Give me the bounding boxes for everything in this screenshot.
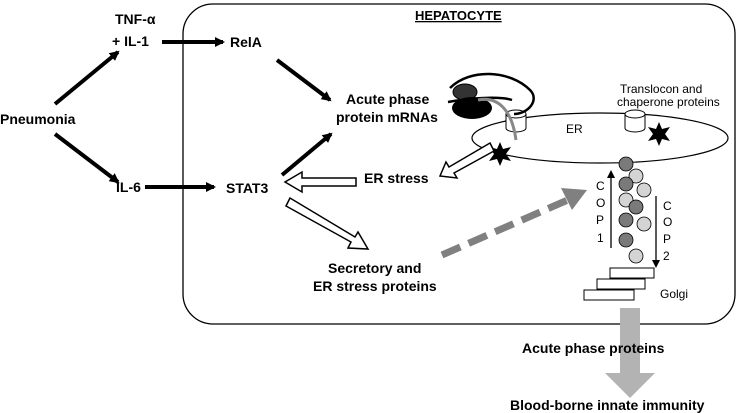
- chaperone-star-1: [489, 142, 511, 166]
- cop2-letter-o: O: [663, 215, 672, 229]
- er-label: ER: [566, 122, 583, 136]
- cop-vesicles: [618, 156, 652, 264]
- acute-phase-proteins-label: Acute phase proteins: [522, 340, 665, 356]
- pneumonia-label: Pneumonia: [0, 111, 76, 127]
- golgi-label: Golgi: [660, 287, 688, 301]
- stat3-label: STAT3: [226, 180, 268, 196]
- cop1-letter-o: O: [596, 196, 605, 210]
- hepatocyte-label: HEPATOCYTE: [415, 8, 502, 23]
- er-stress-arrow-1: [438, 141, 495, 179]
- il6-label: IL-6: [116, 179, 141, 195]
- hepatocyte-cell: [182, 3, 736, 325]
- arrow-stat3-to-mrna: [280, 132, 333, 177]
- arrow-pneumonia-to-tnf: [53, 50, 120, 106]
- cop2-letter-2: 2: [663, 249, 670, 263]
- er-stress-arrow-2: [283, 170, 357, 194]
- cop2-letter-c: C: [663, 199, 672, 213]
- er-ellipse: [471, 112, 729, 164]
- golgi-stack: [583, 267, 655, 301]
- secretory-label-2: ER stress proteins: [313, 278, 437, 294]
- acute-mrna-label-1: Acute phase: [346, 91, 429, 107]
- dashed-transport-arrow: [440, 195, 572, 259]
- arrow-rela-to-mrna: [275, 58, 332, 102]
- er-stress-label: ER stress: [364, 170, 429, 186]
- translocon-label-2: chaperone proteins: [617, 95, 720, 109]
- secretion-arrow: [605, 308, 655, 398]
- cop1-letter-c: C: [596, 179, 605, 193]
- cop1-letter-1: 1: [597, 231, 604, 245]
- translocon-label-1: Translocon and: [620, 82, 702, 96]
- acute-mrna-label-2: protein mRNAs: [336, 109, 438, 125]
- ribosome-icon: [447, 72, 535, 141]
- innate-immunity-label: Blood-borne innate immunity: [510, 397, 705, 413]
- chaperone-star-2: [648, 122, 670, 146]
- dashed-transport-arrowhead: [561, 188, 587, 210]
- secretory-label-1: Secretory and: [328, 260, 421, 276]
- tnf-alpha-label: TNF-α: [115, 11, 156, 27]
- cop2-letter-p: P: [663, 232, 671, 246]
- rela-label: RelA: [230, 34, 262, 50]
- il1-label: + IL-1: [112, 33, 149, 49]
- cop1-letter-p: P: [596, 213, 604, 227]
- translocon-channel-2: [624, 109, 646, 133]
- stat3-to-secretory-arrow: [285, 196, 370, 250]
- arrow-pneumonia-to-il6: [53, 132, 120, 184]
